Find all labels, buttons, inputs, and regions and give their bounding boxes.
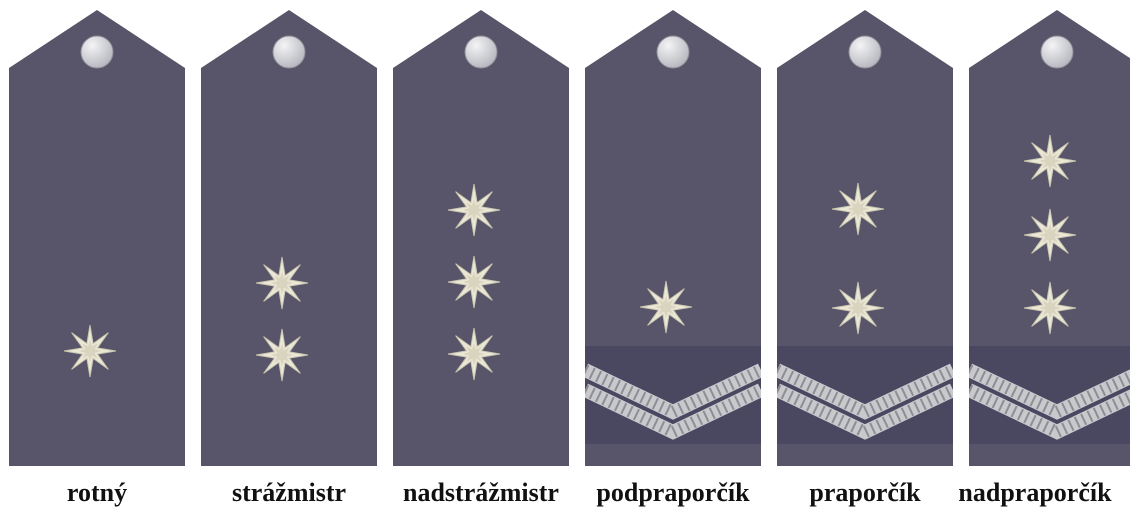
rank-label: podpraporčík bbox=[596, 478, 750, 507]
star-icon bbox=[1023, 134, 1077, 188]
shoulder-board-body bbox=[201, 10, 377, 466]
button-icon bbox=[80, 35, 114, 69]
shoulder-board-graphic bbox=[585, 10, 761, 466]
button-icon bbox=[1040, 35, 1074, 69]
star-icon bbox=[447, 183, 501, 237]
star-icon bbox=[255, 328, 309, 382]
star-icon bbox=[447, 255, 501, 309]
chevron-icon bbox=[585, 363, 761, 440]
button-icon bbox=[464, 35, 498, 69]
button-icon bbox=[656, 35, 690, 69]
star-icon bbox=[63, 324, 117, 378]
star-icon bbox=[1023, 281, 1077, 335]
shoulder-board-rotny bbox=[9, 10, 185, 466]
star-icon bbox=[255, 256, 309, 310]
shoulder-board-graphic bbox=[201, 10, 377, 466]
shoulder-board-graphic bbox=[393, 10, 569, 466]
star-icon bbox=[639, 280, 693, 334]
star-icon bbox=[1023, 208, 1077, 262]
shoulder-board-nadpraporcik bbox=[969, 10, 1130, 466]
rank-label: nadpraporčík bbox=[958, 478, 1112, 507]
shoulder-board-nadstrazmistr bbox=[393, 10, 569, 466]
rank-label: praporčík bbox=[809, 478, 921, 507]
shoulder-board-body bbox=[393, 10, 569, 466]
rank-label: rotný bbox=[66, 478, 128, 507]
rank-label: strážmistr bbox=[231, 478, 347, 507]
rank-label: nadstrážmistr bbox=[403, 478, 559, 507]
shoulder-board-graphic bbox=[777, 10, 953, 466]
button-icon bbox=[272, 35, 306, 69]
star-icon bbox=[831, 182, 885, 236]
shoulder-board-graphic bbox=[9, 10, 185, 466]
shoulder-board-body bbox=[9, 10, 185, 466]
shoulder-board-podpraporcik bbox=[585, 10, 761, 466]
star-icon bbox=[831, 281, 885, 335]
chevron-icon bbox=[777, 363, 953, 440]
shoulder-board-strazmistr bbox=[201, 10, 377, 466]
shoulder-board-praporcik bbox=[777, 10, 953, 466]
star-icon bbox=[447, 327, 501, 381]
chevron-icon bbox=[969, 363, 1130, 440]
button-icon bbox=[848, 35, 882, 69]
shoulder-board-graphic bbox=[969, 10, 1130, 466]
